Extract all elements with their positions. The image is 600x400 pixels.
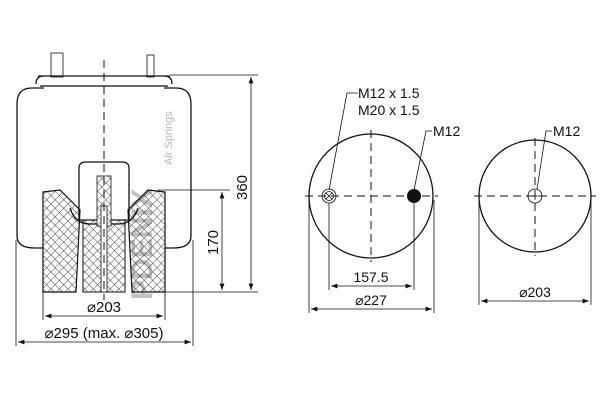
- side-view: PDENIX Air Springs 360 170 ⌀203 ⌀295 (ma…: [15, 52, 258, 346]
- bottom-bolt-label: M12: [553, 123, 580, 139]
- dim-360: 360: [234, 175, 251, 200]
- dim-bellows-diameter: ⌀295 (max. ⌀305): [45, 325, 164, 342]
- bottom-view: M12 ⌀203: [474, 123, 596, 305]
- dim-170: 170: [205, 230, 222, 255]
- bellows: [16, 87, 192, 249]
- dim-plate-diameter: ⌀227: [355, 292, 387, 308]
- bolt-hole: [407, 189, 421, 203]
- stud-right: [146, 54, 155, 78]
- dim-bottom-diameter: ⌀203: [519, 284, 551, 300]
- watermark-tagline: Air Springs: [163, 111, 175, 165]
- watermark-logo: PDENIX: [126, 188, 159, 300]
- piston: [42, 189, 81, 293]
- air-fitting-icon: [321, 188, 337, 204]
- dim-bolt-spacing: 157.5: [353, 269, 388, 285]
- top-view: M12 x 1.5 M20 x 1.5 M12 157.5 ⌀227: [305, 85, 460, 313]
- center-bolt-icon: [527, 188, 543, 204]
- dim-piston-diameter: ⌀203: [87, 299, 121, 316]
- thread-label-2: M20 x 1.5: [358, 102, 420, 118]
- watermark-brand: PDENIX: [126, 188, 159, 300]
- stud-left: [50, 52, 64, 78]
- thread-label-1: M12 x 1.5: [358, 85, 420, 101]
- bolt-label: M12: [433, 123, 460, 139]
